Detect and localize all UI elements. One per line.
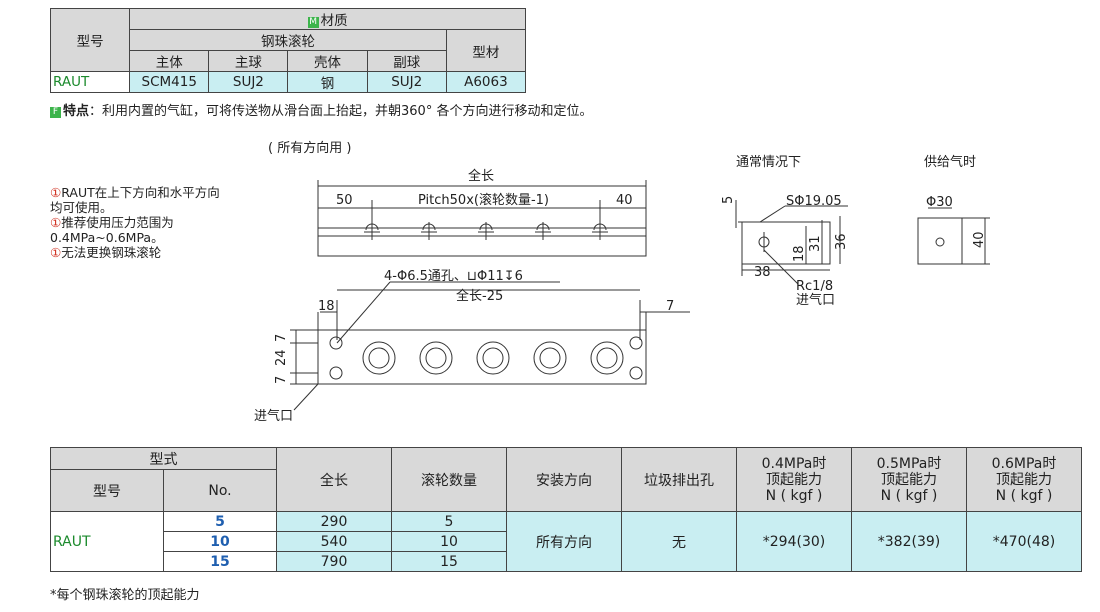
model-header: 型号 [50, 469, 164, 512]
footnote: *每个钢珠滚轮的顶起能力 [50, 588, 200, 603]
front-view-body [317, 227, 647, 257]
length-cell: 790 [276, 551, 392, 572]
ball-roller-header: 钢珠滚轮 [129, 29, 447, 51]
model-header: 型号 [49, 8, 131, 72]
dim-38: 38 [754, 265, 771, 280]
note-item: ①RAUT在上下方向和水平方向均可使用。 [50, 185, 222, 215]
load-cell: *382(39) [851, 511, 967, 572]
sub-header: 副球 [366, 50, 447, 72]
note-item: ①推荐使用压力范围为0.4MPa~0.6MPa。 [50, 215, 222, 245]
feature-title: 特点 [63, 104, 90, 119]
air-supply-view-body [917, 217, 963, 265]
col-header: 安装方向 [506, 447, 622, 512]
feature-badge: F [50, 107, 61, 118]
material-cell: SUJ2 [208, 71, 289, 93]
no-header: No. [163, 469, 277, 512]
note-item: ①无法更换钢珠滚轮 [50, 245, 222, 260]
rc-label: Rc1/8 [796, 279, 833, 294]
material-cell: SCM415 [129, 71, 210, 93]
no-cell: 15 [163, 551, 277, 572]
caution-icon: ① [50, 245, 62, 260]
mount-dir-cell: 所有方向 [506, 511, 622, 572]
dim-18: 18 [318, 299, 335, 314]
note-text: RAUT在上下方向和水平方向均可使用。 [50, 185, 220, 215]
model-cell: RAUT [50, 511, 164, 572]
material-label: 材质 [320, 13, 348, 29]
hole-note: 4-Φ6.5通孔、⊔Φ11↧6 [384, 269, 523, 284]
no-cell: 10 [163, 531, 277, 552]
sub-header: 壳体 [287, 50, 368, 72]
material-cell: A6063 [445, 71, 527, 93]
air-inlet-label: 进气口 [254, 408, 293, 424]
model-cell: RAUT [49, 71, 131, 93]
sub-header: 主球 [208, 50, 289, 72]
phi30-dim: Φ30 [926, 195, 953, 210]
length-cell: 540 [276, 531, 392, 552]
dim-7: 7 [666, 299, 674, 314]
col-header: 垃圾排出孔 [621, 447, 737, 512]
note-text: 无法更换钢珠滚轮 [61, 245, 162, 260]
no-cell: 5 [163, 511, 277, 532]
air-supply-label: 供给气时 [924, 154, 976, 170]
dim-40: 40 [616, 193, 633, 208]
side-dim: 7 [274, 334, 289, 342]
all-direction-label: ( 所有方向用 ) [268, 140, 351, 156]
sphere-dim: SΦ19.05 [786, 194, 842, 209]
sub-header: 主体 [129, 50, 210, 72]
side-dim: 24 [274, 349, 289, 366]
total-length-dim: 全长 [468, 168, 494, 184]
load-cell: *294(30) [736, 511, 852, 572]
material-cell: SUJ2 [366, 71, 447, 93]
load-cell: *470(48) [966, 511, 1082, 572]
note-text: 推荐使用压力范围为0.4MPa~0.6MPa。 [50, 215, 174, 245]
count-cell: 5 [391, 511, 507, 532]
dim-50: 50 [336, 193, 353, 208]
dim-5: 5 [721, 196, 736, 204]
count-cell: 15 [391, 551, 507, 572]
technical-drawing: ( 所有方向用 ) 通常情况下 供给气时 全长 50 Pitch50x(滚轮数量… [254, 140, 990, 424]
length-cell: 290 [276, 511, 392, 532]
dim-31: 31 [808, 235, 823, 252]
col-header: 全长 [276, 447, 392, 512]
dim-36: 36 [834, 233, 849, 250]
profile-header: 型材 [445, 29, 527, 72]
side-dim: 7 [274, 376, 289, 384]
air-inlet-label-2: 进气口 [796, 292, 835, 308]
normal-view-body [741, 221, 831, 265]
debris-hole-cell: 无 [621, 511, 737, 572]
total-minus-dim: 全长-25 [456, 288, 503, 304]
material-badge: M [307, 17, 319, 28]
count-cell: 10 [391, 531, 507, 552]
dim-40v: 40 [972, 231, 987, 248]
top-view-body [317, 329, 647, 385]
dim-18v: 18 [792, 245, 807, 262]
caution-icon: ① [50, 215, 62, 230]
roller-marks [364, 222, 608, 240]
feature-text: ：利用内置的气缸，可将传送物从滑台面上抬起，并朝360° 各个方向进行移动和定位… [89, 104, 593, 119]
type-header: 型式 [50, 447, 277, 470]
caution-icon: ① [50, 185, 62, 200]
pitch-dim: Pitch50x(滚轮数量-1) [418, 192, 549, 208]
normal-label: 通常情况下 [736, 155, 801, 170]
material-cell: 钢 [287, 71, 368, 93]
notes: ①RAUT在上下方向和水平方向均可使用。 ①推荐使用压力范围为0.4MPa~0.… [50, 185, 222, 260]
col-header: 滚轮数量 [391, 447, 507, 512]
